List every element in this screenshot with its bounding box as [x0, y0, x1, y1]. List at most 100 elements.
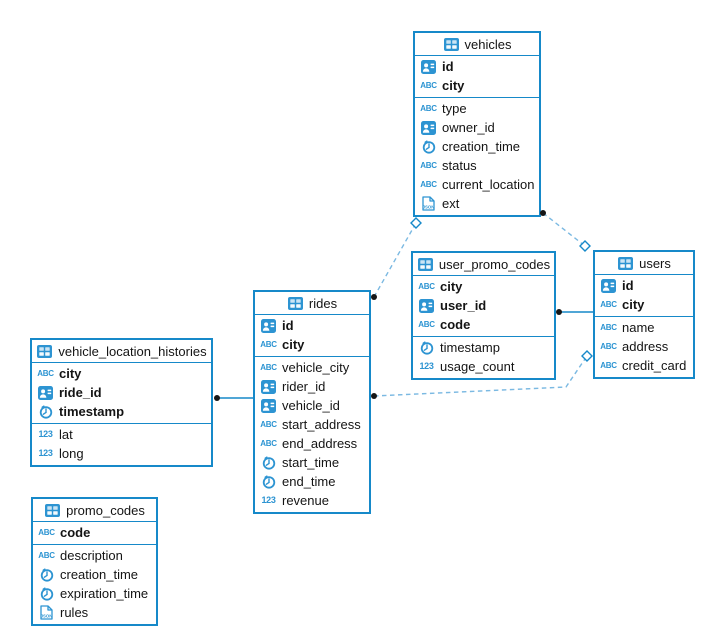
table-header[interactable]: users — [595, 252, 693, 275]
field-row-address[interactable]: ABC address — [595, 337, 693, 356]
string-type-icon: ABC — [260, 339, 277, 349]
relation-line[interactable] — [542, 212, 586, 247]
relation-user_promo_codes-to-users[interactable] — [556, 309, 595, 315]
json-type-icon: JSON — [420, 196, 437, 211]
type-glyph: ABC — [420, 80, 437, 90]
field-name: long — [59, 446, 84, 461]
field-row-rider_id[interactable]: rider_id — [255, 377, 369, 396]
type-glyph: 123 — [38, 448, 53, 458]
field-row-timestamp[interactable]: timestamp — [32, 402, 211, 421]
relation-vehicle_location_histories-to-rides[interactable] — [214, 395, 255, 401]
field-row-ride_id[interactable]: ride_id — [32, 383, 211, 402]
field-name: rules — [60, 605, 89, 620]
relation-line[interactable] — [373, 222, 417, 298]
field-name: status — [442, 158, 477, 173]
field-name: owner_id — [442, 120, 495, 135]
field-row-city[interactable]: ABC city — [415, 76, 539, 95]
field-row-end_time[interactable]: end_time — [255, 472, 369, 491]
table-header[interactable]: vehicles — [415, 33, 539, 56]
field-name: city — [442, 78, 465, 93]
field-row-owner_id[interactable]: owner_id — [415, 118, 539, 137]
field-row-start_time[interactable]: start_time — [255, 453, 369, 472]
field-row-id[interactable]: id — [595, 276, 693, 295]
id-person-icon — [600, 278, 617, 293]
id-person-icon — [420, 59, 437, 74]
field-name: end_address — [282, 436, 358, 451]
table-icon — [443, 37, 460, 51]
field-name: address — [622, 339, 669, 354]
field-row-current_location[interactable]: ABC current_location — [415, 175, 539, 194]
string-type-icon: ABC — [260, 420, 277, 429]
table-icon — [36, 344, 53, 358]
string-type-icon: ABC — [260, 363, 277, 372]
table-title: vehicle_location_histories — [58, 343, 207, 359]
type-glyph: ABC — [600, 341, 617, 351]
table-header[interactable]: user_promo_codes — [413, 253, 554, 276]
field-row-end_address[interactable]: ABC end_address — [255, 434, 369, 453]
one-side-dot-marker — [371, 294, 377, 300]
field-row-id[interactable]: id — [255, 316, 369, 335]
field-name: id — [622, 278, 634, 293]
field-row-long[interactable]: 123 long — [32, 444, 211, 463]
field-name: id — [442, 59, 454, 74]
field-name: expiration_time — [60, 586, 149, 601]
field-row-creation_time[interactable]: creation_time — [415, 137, 539, 156]
string-type-icon: ABC — [260, 439, 277, 448]
field-name: usage_count — [440, 359, 515, 374]
timestamp-clock-icon — [38, 567, 55, 582]
type-glyph: ABC — [38, 527, 55, 537]
id-person-icon — [260, 379, 277, 394]
number-type-icon: 123 — [37, 430, 54, 439]
field-row-timestamp[interactable]: timestamp — [413, 338, 554, 357]
table-header[interactable]: promo_codes — [33, 499, 156, 522]
table-header[interactable]: vehicle_location_histories — [32, 340, 211, 363]
field-row-vehicle_id[interactable]: vehicle_id — [255, 396, 369, 415]
field-row-user_id[interactable]: user_id — [413, 296, 554, 315]
type-glyph: ABC — [37, 368, 54, 378]
field-name: credit_card — [622, 358, 687, 373]
field-name: user_id — [440, 298, 487, 313]
field-row-expiration_time[interactable]: expiration_time — [33, 584, 156, 603]
type-glyph: ABC — [260, 339, 277, 349]
field-row-creation_time[interactable]: creation_time — [33, 565, 156, 584]
field-name: ride_id — [59, 385, 102, 400]
field-row-id[interactable]: id — [415, 57, 539, 76]
table-title: users — [639, 255, 671, 271]
table-header[interactable]: rides — [255, 292, 369, 315]
table-title: user_promo_codes — [438, 256, 551, 272]
string-type-icon: ABC — [420, 180, 437, 189]
field-name: current_location — [442, 177, 535, 192]
relation-vehicles-to-users[interactable] — [540, 210, 591, 252]
